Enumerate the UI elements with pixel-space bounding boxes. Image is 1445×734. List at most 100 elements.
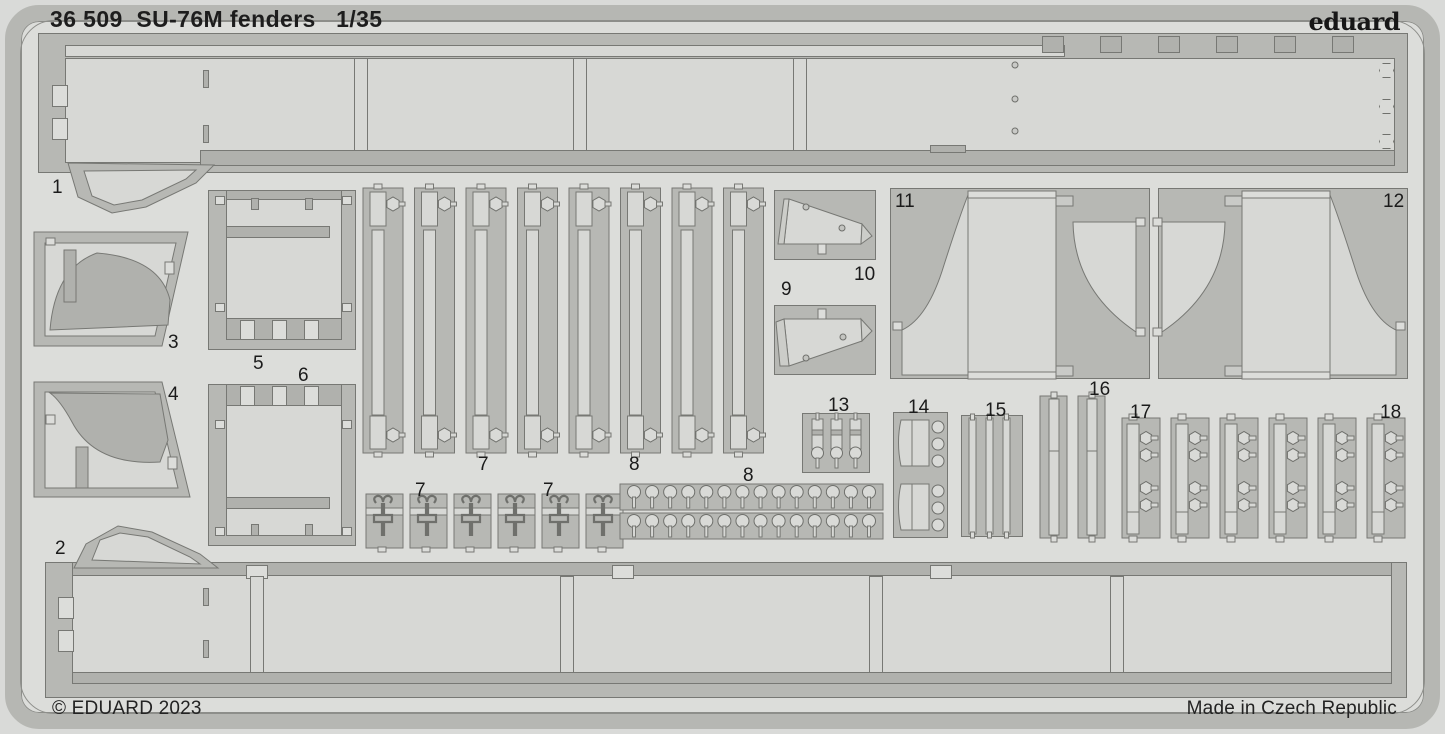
part-8-hex-bolt-bottom	[592, 427, 606, 443]
part-2-etch-mark-1	[203, 588, 209, 606]
part-8-head-bottom	[575, 415, 593, 450]
part-18-sprue-top	[1275, 413, 1285, 421]
part-5-foot-3	[304, 320, 319, 340]
part-14-sprue	[834, 412, 839, 421]
part-7-clasp-glyph	[592, 494, 614, 536]
part-18-sprue-top	[1177, 413, 1187, 421]
part-18-hex-bolt	[1188, 497, 1202, 513]
part-8-web	[680, 229, 694, 416]
part-9-runner	[619, 512, 884, 540]
part-5-foot-2	[272, 320, 287, 340]
part-8-bolt-stem-top	[759, 201, 766, 207]
part-label-18-a: 17	[1130, 402, 1152, 423]
part-8-sprue-bottom	[631, 451, 640, 458]
part-label-9: 8	[743, 465, 754, 486]
part-18-bolt-stem	[1248, 485, 1257, 491]
part-5-body	[226, 198, 342, 340]
part-label-7-b: 7	[543, 480, 554, 501]
part-8-sprue-top	[682, 183, 692, 190]
part-8-hex-bolt-bottom	[386, 427, 400, 443]
part-18-bolt-stem	[1248, 435, 1257, 441]
part-2-etch-mark-2	[203, 640, 209, 658]
part-9-bolt-stem	[650, 525, 655, 538]
part-7-sprue	[597, 546, 607, 553]
part-8-hex-bolt-top	[592, 196, 606, 212]
part-5-tab-right-bottom	[342, 303, 352, 312]
part-18-bolt-stem	[1346, 485, 1355, 491]
part-9-bolt-stem	[848, 525, 853, 538]
part-16-sprue-bottom	[970, 531, 975, 539]
part-2-notch-2	[612, 565, 634, 579]
part-8-bolt-stem-top	[553, 201, 560, 207]
part-8-sprue-bottom	[425, 451, 434, 458]
part-label-14: 13	[828, 395, 850, 416]
part-1-notch-6	[1332, 36, 1354, 53]
part-8-hex-bolt-top	[540, 196, 555, 212]
part-2-bottom-bar	[72, 672, 1392, 684]
part-1-main-panel	[65, 58, 1395, 163]
part-18-bolt-stem	[1346, 435, 1355, 441]
part-9-bolt-stem	[848, 496, 853, 509]
part-9-bolt-stem	[740, 496, 745, 509]
part-18-sprue-bottom	[1177, 535, 1187, 543]
part-1-notch-1	[1042, 36, 1064, 53]
part-9-bolt-stem	[650, 496, 655, 509]
part-16-sprue-bottom	[987, 531, 992, 539]
part-5-tab-left-bottom	[215, 303, 225, 312]
part-9-bolt-stem	[632, 496, 636, 509]
part-label-12: 11	[895, 191, 915, 212]
part-9-bolt-stem	[740, 525, 745, 538]
part-18-foot	[1322, 511, 1336, 535]
part-14-hinge-knuckle	[830, 429, 843, 436]
part-8-web	[371, 229, 385, 416]
part-8-bolt-stem-top	[450, 201, 457, 207]
part-7-sprue	[465, 546, 475, 553]
part-label-11: 10	[854, 264, 876, 285]
part-2-notch-3	[930, 565, 952, 579]
part-9-bolt-stem	[776, 496, 781, 509]
part-18-hex-bolt	[1335, 480, 1349, 496]
part-6-tab-right-bottom	[342, 527, 352, 536]
part-label-1: 1	[52, 177, 63, 198]
part-18-bolt-stem	[1150, 485, 1159, 491]
part-18-sprue-bottom	[1373, 535, 1383, 543]
part-8-hex-bolt-bottom	[489, 427, 503, 443]
part-16-sprue-top	[1004, 413, 1009, 421]
part-1-top-strip	[65, 45, 1065, 57]
part-18-hex-bolt	[1286, 497, 1300, 513]
part-6-foot-1	[240, 386, 255, 406]
part-17-sprue-top	[1050, 391, 1058, 399]
part-1-bottom-step	[930, 145, 966, 153]
part-17-sprue-bottom	[1088, 535, 1096, 543]
part-18-hex-bolt	[1139, 447, 1153, 463]
part-8-hex-bolt-bottom	[437, 427, 452, 443]
part-9-bolt-stem	[830, 496, 835, 509]
part-18-bolt-stem	[1395, 435, 1404, 441]
part-label-18-b: 18	[1380, 402, 1402, 423]
part-6-slot-2	[305, 524, 313, 536]
part-6-tab-right-top	[342, 420, 352, 429]
part-8-sprue-bottom	[579, 451, 589, 458]
part-9-bolt-stem	[686, 525, 691, 538]
part-14-hinge-stem	[853, 457, 858, 469]
copyright-text: © EDUARD 2023	[52, 698, 202, 719]
part-14-sprue	[815, 412, 820, 421]
part-18-sprue-top	[1373, 413, 1383, 421]
part-6-foot-2	[272, 386, 287, 406]
part-8-bolt-stem-top	[501, 201, 509, 207]
part-9-bolt-stem	[812, 525, 817, 538]
part-17-sprue-bottom	[1050, 535, 1058, 543]
part-1-tab-left-upper	[52, 85, 68, 107]
part-18-sprue-top	[1226, 413, 1236, 421]
page-title: 36 509 SU-76M fenders 1/35	[50, 6, 383, 32]
part-8-hex-bolt-top	[746, 196, 761, 212]
part-8-hex-bolt-bottom	[695, 427, 709, 443]
part-label-3: 3	[168, 332, 179, 353]
part-9-bolt-stem	[867, 496, 871, 509]
part-18-hex-bolt	[1188, 447, 1202, 463]
part-18-hex-bolt	[1335, 497, 1349, 513]
part-1-notch-5	[1274, 36, 1296, 53]
